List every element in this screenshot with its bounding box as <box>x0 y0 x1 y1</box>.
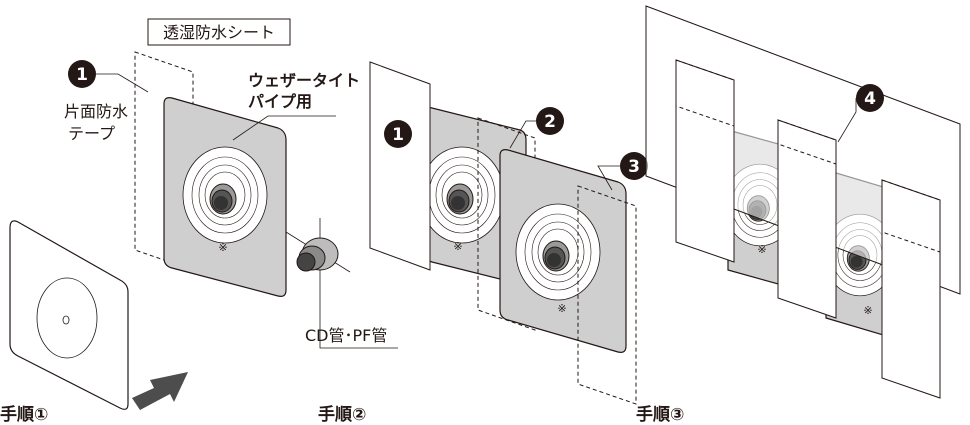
weathertight-label-line2: パイプ用 <box>248 92 312 111</box>
weathertight-leader <box>232 115 336 141</box>
marker-2-label: 2 <box>544 112 556 132</box>
mark-step2-right: ※ <box>557 302 566 315</box>
fitting-step2-right <box>515 203 601 301</box>
weathertight-label-line1: ウェザータイト <box>248 71 360 90</box>
marker-3-leader <box>597 165 620 191</box>
step2-label: 手順② <box>318 404 366 425</box>
step3-tape-3 <box>881 179 941 399</box>
fitting-step2-left <box>419 146 505 244</box>
base-panel-disc <box>36 277 98 359</box>
sheet-label: 透湿防水シート <box>163 23 275 42</box>
tape-label-line2: テープ <box>68 124 115 143</box>
step3-tape-1 <box>675 59 735 263</box>
step2-tape-3-outline <box>577 185 637 405</box>
step3-tape-2 <box>777 119 837 319</box>
marker-3 <box>620 152 648 180</box>
fitting-step1 <box>182 146 268 244</box>
step3-tape-1-top <box>675 59 735 127</box>
step3-tape-3-top <box>881 179 941 253</box>
step2-tape-2-outline <box>477 117 536 331</box>
base-panel-hole <box>62 315 70 325</box>
sheet-label-box <box>147 18 291 46</box>
step1-group: 透湿防水シート 1 片面防水 テープ ※ ウェザータイト パイプ用 CD管･PF… <box>0 18 398 425</box>
step2-tape-1 <box>369 61 431 271</box>
marker-1-step1-label: 1 <box>76 65 88 85</box>
conduit-label: CD管･PF管 <box>305 326 387 345</box>
mark-step3-right: ※ <box>863 304 872 317</box>
direction-arrow <box>132 372 188 410</box>
marker-4-label: 4 <box>864 89 876 109</box>
step1-label: 手順① <box>0 404 48 425</box>
cd-pf-pipe <box>296 237 339 272</box>
step3-label: 手順③ <box>636 404 684 425</box>
marker-4-leader <box>837 98 857 143</box>
marker-1-step1 <box>68 60 96 88</box>
step2-group: ※ 1 ※ 2 3 手順② <box>318 61 648 425</box>
conduit-leader <box>319 290 398 349</box>
marker-1-leader <box>96 73 149 93</box>
marker-1-step2-label: 1 <box>392 125 404 145</box>
step3-tape-2-top <box>777 119 837 165</box>
tape-label-line1: 片面防水 <box>64 102 128 121</box>
marker-2 <box>536 107 564 135</box>
mark-step3-left: ※ <box>757 243 766 256</box>
marker-3-label: 3 <box>628 157 640 177</box>
marker-4 <box>856 84 884 112</box>
mark-step2-left: ※ <box>453 240 462 253</box>
mark-step1: ※ <box>218 241 227 254</box>
marker-2-leader <box>509 120 536 149</box>
marker-1-step2 <box>384 120 412 148</box>
step3-group: ※ ※ 4 手順③ <box>636 5 961 425</box>
